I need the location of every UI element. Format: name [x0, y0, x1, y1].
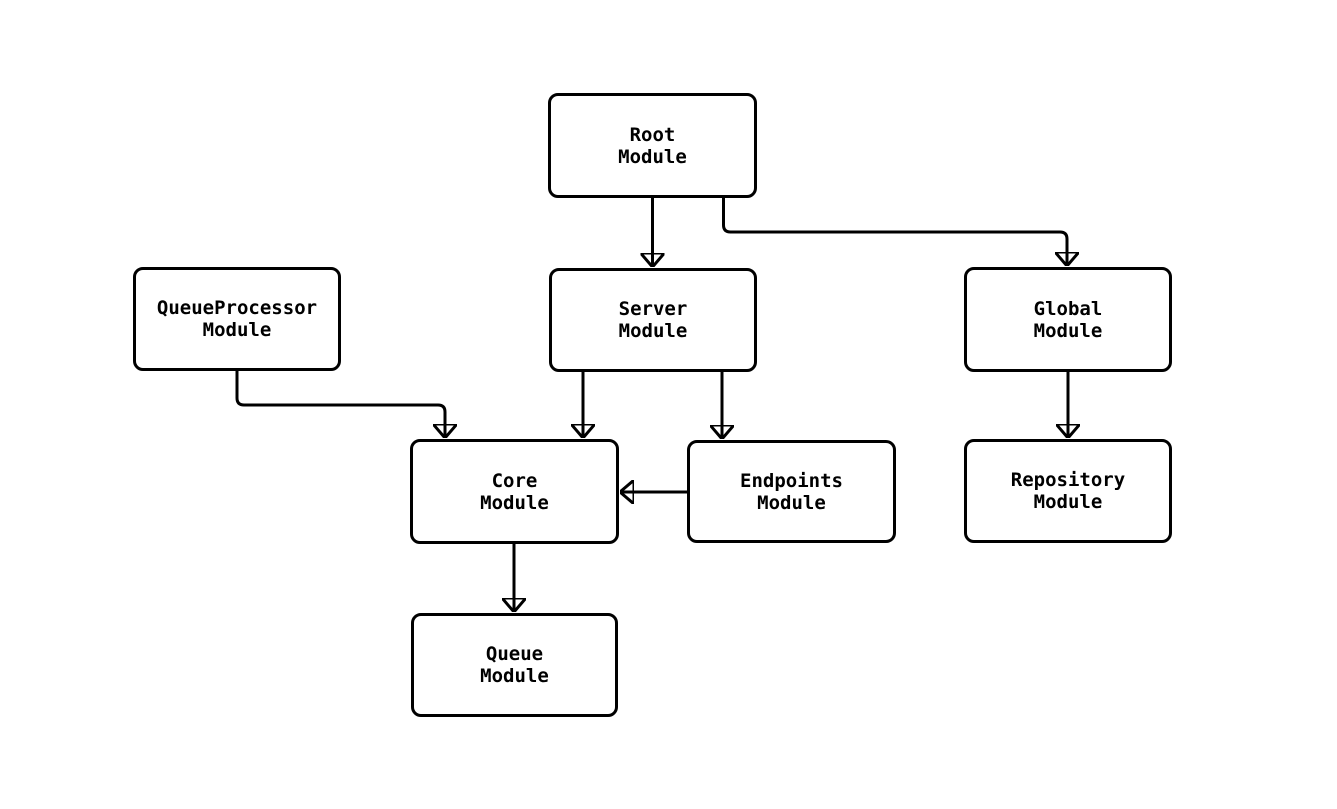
node-repository-module-label: Repository Module	[1010, 469, 1126, 513]
node-core-module: Core Module	[410, 439, 619, 544]
node-global-module-label: Global Module	[1033, 297, 1103, 342]
node-global-module: Global Module	[964, 267, 1172, 372]
node-server-module-label: Server Module	[618, 298, 688, 342]
node-root-module: Root Module	[548, 93, 757, 198]
node-server-module: Server Module	[549, 268, 757, 372]
node-queue-module-label: Queue Module	[480, 643, 549, 687]
node-repository-module: Repository Module	[964, 439, 1172, 543]
node-queueprocessor-module: QueueProcessor Module	[133, 267, 341, 371]
node-endpoints-module: Endpoints Module	[687, 440, 896, 543]
edge-root-to-global	[722, 198, 1068, 265]
node-endpoints-module-label: Endpoints Module	[740, 469, 843, 514]
node-queueprocessor-module-label: QueueProcessor Module	[156, 297, 318, 341]
node-core-module-label: Core Module	[480, 469, 549, 514]
node-queue-module: Queue Module	[411, 613, 618, 717]
edge-queueprocessor-to-core	[235, 371, 445, 437]
node-root-module-label: Root Module	[618, 123, 687, 168]
